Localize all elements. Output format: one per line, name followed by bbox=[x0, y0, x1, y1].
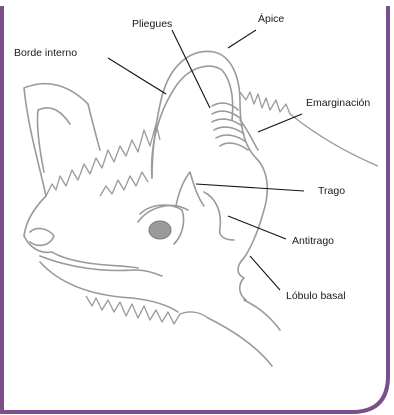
antitragus-shape bbox=[204, 192, 234, 240]
leader-trago bbox=[196, 184, 304, 191]
forehead-fur bbox=[46, 124, 160, 196]
mouth-line bbox=[40, 256, 162, 276]
label-emarginacion: Emarginación bbox=[306, 97, 370, 109]
label-lobulo-basal: Lóbulo basal bbox=[286, 290, 346, 302]
leader-apice bbox=[228, 30, 256, 48]
label-pliegues: Pliegues bbox=[132, 18, 172, 30]
big-ear-inner bbox=[152, 66, 233, 178]
neck-line-upper bbox=[244, 300, 280, 330]
emargination-curve bbox=[240, 120, 258, 150]
label-antitrago: Antitrago bbox=[292, 235, 334, 247]
ear-folds bbox=[212, 103, 248, 150]
eye-brow-outer bbox=[138, 206, 188, 222]
leader-emarginacion bbox=[258, 114, 302, 132]
tragus-shape bbox=[176, 172, 204, 206]
label-trago: Trago bbox=[318, 185, 345, 197]
lower-jaw bbox=[40, 262, 178, 312]
eye bbox=[149, 221, 171, 239]
cheek-fur bbox=[100, 172, 148, 196]
frame-border bbox=[2, 6, 388, 412]
label-apice: Ápice bbox=[258, 12, 284, 25]
leader-antitrago bbox=[228, 216, 286, 239]
left-ear-inner bbox=[37, 108, 70, 172]
neck-line bbox=[208, 318, 272, 366]
leader-lobulo-basal bbox=[250, 256, 280, 290]
nose bbox=[30, 229, 54, 246]
label-borde-interno: Borde interno bbox=[14, 47, 77, 59]
leader-pliegues bbox=[172, 30, 210, 108]
big-ear-front-edge bbox=[152, 96, 162, 178]
basal-lobe-shape bbox=[238, 258, 246, 300]
leader-borde-interno bbox=[108, 58, 166, 94]
